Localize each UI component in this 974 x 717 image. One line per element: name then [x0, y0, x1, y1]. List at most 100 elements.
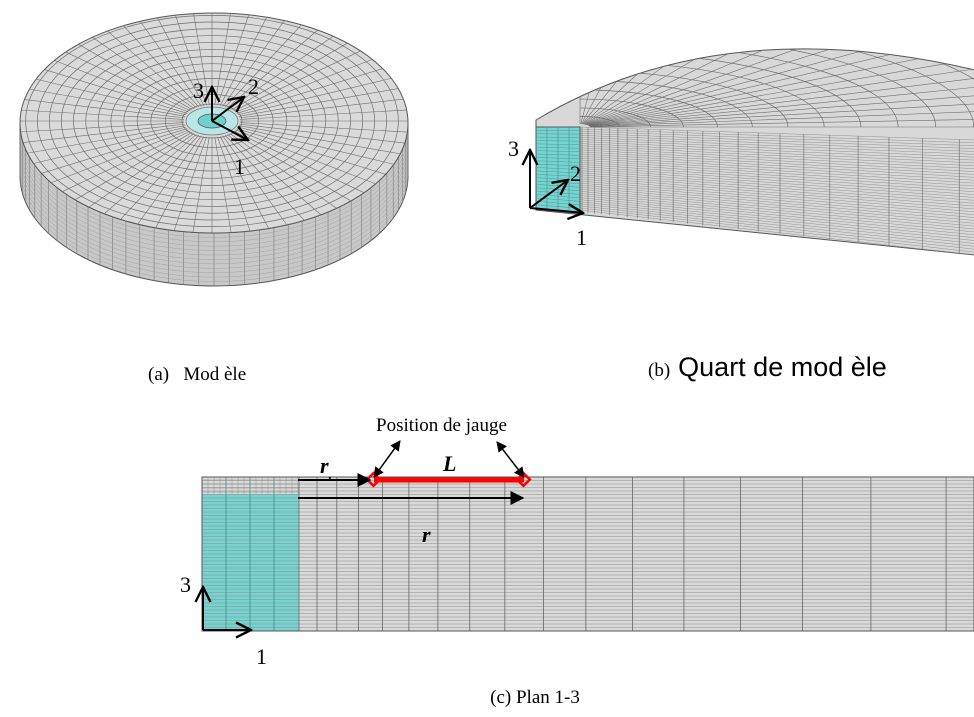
section-insert — [202, 494, 299, 631]
front-layer-line — [579, 164, 974, 192]
section-outline — [201, 476, 974, 632]
top-radial — [589, 117, 974, 128]
side-layer-line — [19, 149, 409, 260]
top-radial — [588, 67, 974, 126]
front-layer-line — [579, 162, 974, 190]
front-layer-line — [579, 182, 974, 218]
mesh-spoke — [233, 130, 367, 195]
front-layer-line — [579, 197, 974, 238]
mesh-spoke — [84, 31, 195, 109]
mesh-spoke — [231, 39, 354, 110]
axis-2-label: 2 — [570, 161, 581, 186]
mesh-spoke — [27, 76, 187, 116]
mesh-spoke — [117, 19, 200, 108]
mesh-spoke — [135, 14, 202, 107]
front-layer-line — [579, 153, 974, 178]
gauge-callout-left — [373, 440, 401, 478]
front-layer-line — [579, 137, 974, 155]
side-layer-line — [19, 162, 409, 273]
mesh-spoke — [214, 136, 232, 233]
front-layer-line — [579, 141, 974, 161]
mesh-spoke — [135, 135, 202, 228]
r0-label: r. — [320, 453, 332, 483]
mesh-spoke — [229, 133, 340, 211]
mesh-spoke — [239, 109, 408, 120]
front-layer-line — [579, 201, 974, 244]
mesh-spoke — [238, 87, 404, 117]
front-layer-line — [579, 178, 974, 213]
mesh-spoke — [224, 19, 307, 108]
front-layer-line — [579, 172, 974, 204]
mesh-spoke — [237, 126, 397, 166]
mesh-spoke — [217, 13, 252, 106]
mesh-spoke — [239, 98, 408, 119]
top-radial — [583, 48, 741, 125]
front-layer-line — [579, 126, 974, 141]
mesh-spoke — [231, 132, 354, 203]
front-layer-line — [579, 193, 974, 233]
axis-1-label: 1 — [256, 644, 267, 669]
axis-2-arrow — [529, 180, 568, 209]
front-layer-line — [579, 191, 974, 230]
axis-3-label: 3 — [180, 572, 191, 597]
mesh-spoke — [239, 122, 408, 133]
mesh-spoke — [100, 25, 197, 108]
mesh-spoke — [117, 134, 200, 223]
top-radial — [589, 83, 974, 127]
axis-3-label: 3 — [193, 78, 204, 103]
mesh-spoke — [20, 123, 185, 144]
caption-a: (a) Mod èle — [148, 364, 246, 385]
front-layer-line — [579, 128, 974, 144]
caption-b-text: Quart de mod èle — [678, 352, 887, 382]
panel-c-axes: 3 1 — [180, 572, 267, 669]
mesh-spoke — [238, 125, 404, 155]
disc-side-mesh — [19, 127, 409, 286]
front-layer-line — [579, 174, 974, 207]
front-layer-line — [579, 209, 974, 255]
mesh-spoke — [27, 126, 187, 166]
top-radial — [589, 109, 974, 127]
mesh-spoke — [172, 13, 207, 106]
top-radial — [589, 91, 974, 127]
gauge-length-label: L — [442, 451, 456, 476]
mesh-spoke — [236, 128, 389, 176]
front-layer-line — [579, 199, 974, 241]
front-layer-line — [579, 203, 974, 247]
axis-1-label: 1 — [576, 225, 587, 250]
mesh-spoke — [20, 87, 186, 117]
top-radial — [585, 48, 829, 125]
mesh-spoke — [222, 14, 289, 107]
mesh-spoke — [217, 136, 252, 233]
top-radial — [589, 75, 974, 127]
mesh-spoke — [35, 66, 188, 114]
mesh-spoke — [233, 47, 367, 112]
front-layer-line — [579, 155, 974, 181]
axis-1-arrow — [211, 120, 248, 140]
mesh-spoke — [222, 135, 289, 228]
mesh-spoke — [235, 56, 379, 113]
front-layer-line — [579, 180, 974, 215]
side-layer-line — [19, 153, 409, 265]
front-layer-line — [579, 207, 974, 253]
gauge-callout-right — [496, 441, 525, 478]
mesh-spoke — [20, 122, 185, 133]
caption-b: (b) Quart de mod èle — [648, 352, 887, 382]
side-layer-line — [19, 167, 409, 278]
front-layer-line — [579, 195, 974, 236]
top-radial — [589, 100, 974, 127]
front-layer-line — [579, 143, 974, 164]
top-radial — [584, 48, 772, 125]
front-layer-line — [579, 151, 974, 175]
panel-b-axes: 3 2 1 — [508, 136, 587, 250]
r-label: r — [422, 522, 431, 547]
mesh-spoke — [57, 47, 191, 112]
front-layer-line — [579, 176, 974, 210]
mesh-spoke — [84, 133, 195, 211]
mesh-spoke — [70, 39, 193, 110]
mesh-spoke — [237, 76, 397, 116]
front-layer-line — [579, 133, 974, 149]
mesh-spoke — [235, 129, 379, 186]
axis-2-label: 2 — [248, 74, 259, 99]
axis-1-label: 1 — [234, 154, 245, 179]
